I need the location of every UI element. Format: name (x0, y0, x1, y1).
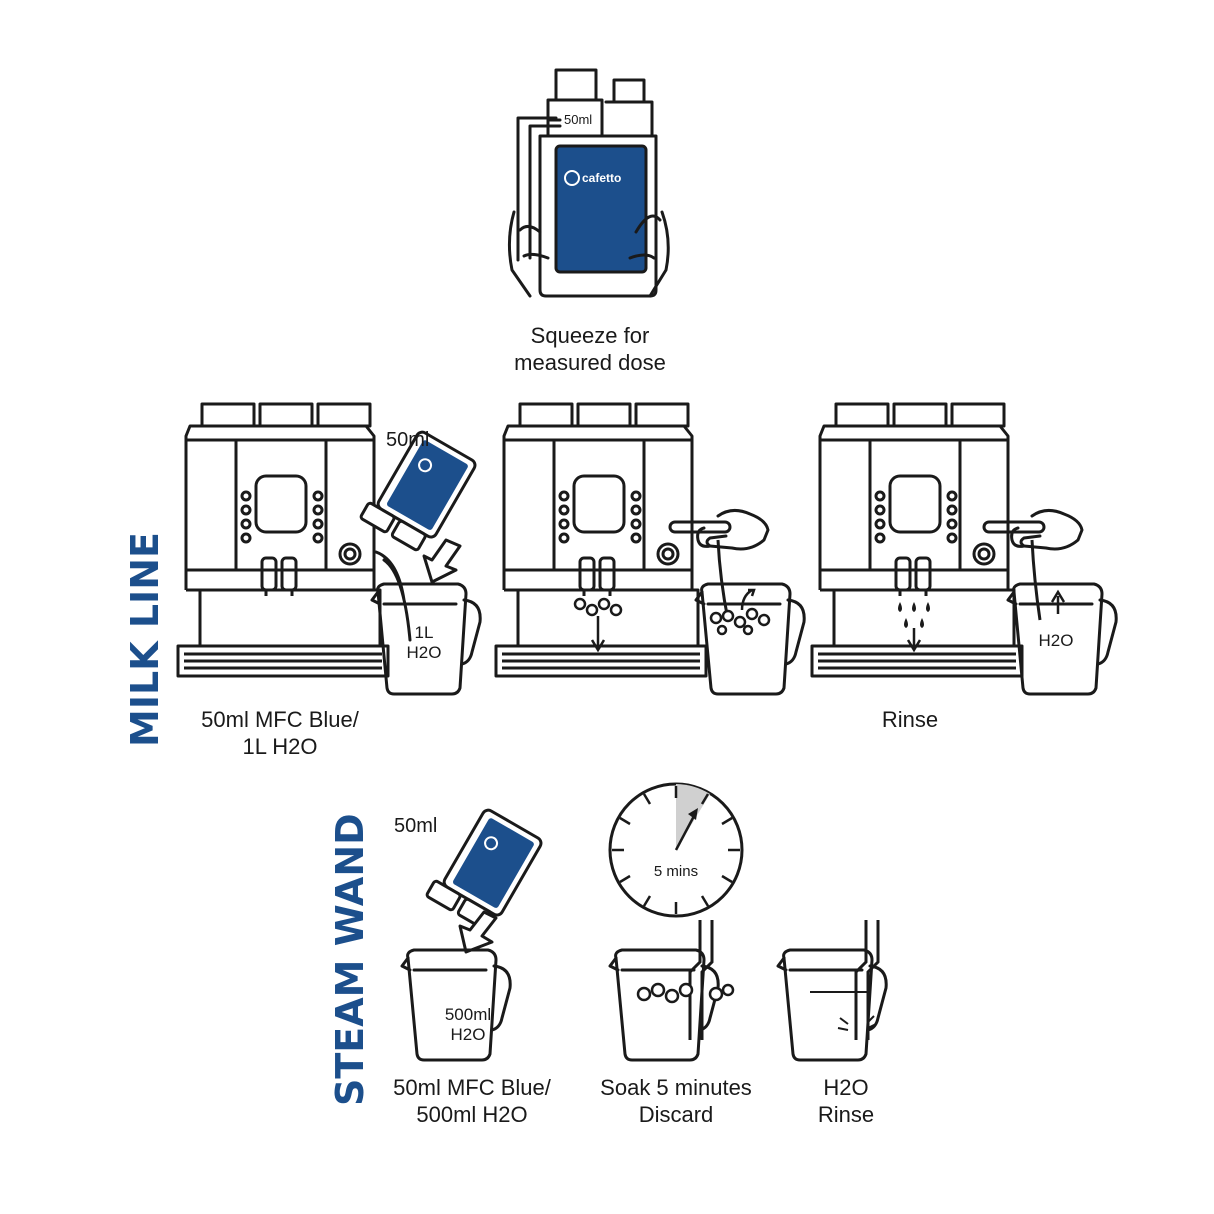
milk-jug-line2: H2O (407, 643, 442, 662)
milk-step1-caption: 50ml MFC Blue/ 1L H2O (180, 706, 380, 760)
rinse-jug (776, 948, 888, 1062)
steam-jug-line1: 500ml (445, 1005, 491, 1024)
timer-icon (608, 782, 744, 918)
steam-wand-3 (854, 920, 880, 1040)
steam-step1-caption: 50ml MFC Blue/ 500ml H2O (372, 1074, 572, 1128)
bottle-dose-mark: 50ml (564, 112, 592, 127)
milk-step3-caption: Rinse (881, 707, 939, 732)
section-milk-line: MILK LINE (123, 532, 167, 747)
pour-arrow (422, 538, 462, 584)
bottle-caption-line1: Squeeze for (530, 323, 650, 348)
milk-jug-line1: 1L (415, 623, 434, 642)
milk-step1-line1: 50ml MFC Blue/ (201, 707, 359, 732)
bottle-caption: Squeeze for measured dose (490, 322, 690, 376)
milk-machine-1 (176, 402, 390, 678)
steam-step3-line2: Rinse (817, 1102, 875, 1127)
steam-step3-caption: H2O Rinse (786, 1074, 906, 1128)
steam-pour-arrow (458, 910, 498, 954)
bubbles-soak (636, 982, 735, 1004)
steam-wand-2 (688, 920, 714, 1040)
steam-step2-caption: Soak 5 minutes Discard (586, 1074, 766, 1128)
steam-jug-line2: H2O (451, 1025, 486, 1044)
milk-machine-3 (810, 402, 1024, 678)
water-drops-3 (898, 602, 930, 628)
bubbles-2 (573, 597, 771, 636)
milk-machine-2 (494, 402, 708, 678)
milk-step1-line2: 1L H2O (242, 734, 318, 759)
squeeze-bottle-illustration (507, 68, 670, 298)
milk-jug-2 (694, 582, 806, 696)
bottle-brand: cafetto (582, 171, 621, 185)
steam-step2-line2: Discard (638, 1102, 714, 1127)
bottle-caption-line2: measured dose (514, 350, 666, 375)
steam-step3-line1: H2O (823, 1075, 869, 1100)
milk-jug3-label: H2O (1039, 631, 1074, 650)
steam-step2-line1: Soak 5 minutes (600, 1075, 752, 1100)
milk-dose-label: 50ml (386, 429, 429, 451)
steam-step1-line2: 500ml H2O (416, 1102, 528, 1127)
steam-step1-line1: 50ml MFC Blue/ (393, 1075, 551, 1100)
steam-dose-label: 50ml (394, 815, 437, 837)
timer-label: 5 mins (654, 863, 698, 880)
section-steam-wand: STEAM WAND (328, 813, 372, 1106)
